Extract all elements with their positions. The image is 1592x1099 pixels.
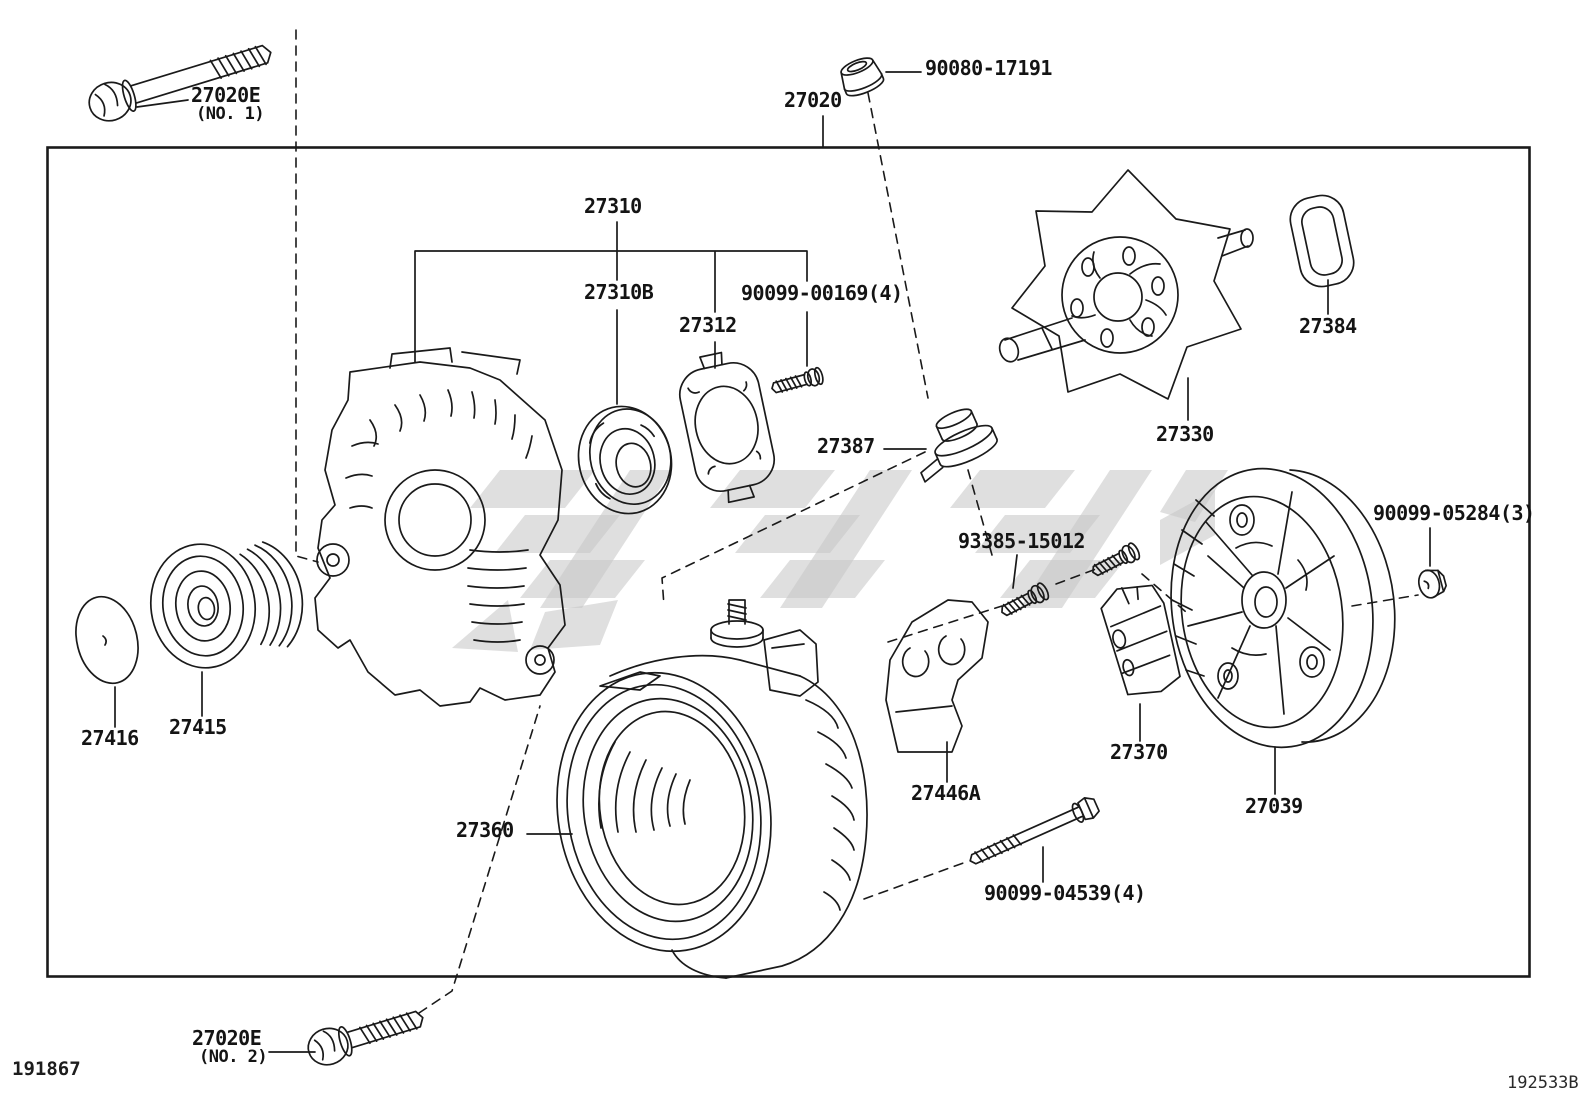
screw-93385-drawing <box>1001 582 1050 617</box>
label-27310: 27310 <box>584 194 642 218</box>
bracket-27446a-drawing <box>885 599 989 753</box>
brush-holder-27370-drawing <box>1100 584 1181 696</box>
label-90099-05284: 90099-05284(3) <box>1373 501 1535 525</box>
bolt-04539-drawing <box>969 797 1100 865</box>
label-27330: 27330 <box>1156 422 1214 446</box>
bolt-27020e-no2-drawing <box>307 1010 424 1066</box>
rear-cover-27039-drawing <box>1170 467 1396 749</box>
label-27020e-no2: 27020E <box>192 1026 262 1050</box>
label-27416: 27416 <box>81 726 139 750</box>
label-27370: 27370 <box>1110 740 1168 764</box>
stator-27360-drawing <box>556 599 868 979</box>
figure-code-bottom-left: 191867 <box>12 1058 81 1080</box>
label-27415: 27415 <box>169 715 227 739</box>
dashed-assembly-lines <box>295 29 1419 1014</box>
label-27446a: 27446A <box>911 781 981 805</box>
label-27039: 27039 <box>1245 794 1303 818</box>
label-27384: 27384 <box>1299 314 1357 338</box>
label-90099-04539: 90099-04539(4) <box>984 881 1146 905</box>
label-27020e-no1-sub: (NO. 1) <box>196 104 265 124</box>
figure-code-bottom-right: 192533B <box>1507 1073 1579 1093</box>
rotor-27330-drawing <box>998 169 1254 400</box>
label-27360: 27360 <box>456 818 514 842</box>
label-27312: 27312 <box>679 313 737 337</box>
label-93385-15012: 93385-15012 <box>958 529 1085 553</box>
screw-93385-drawing-2 <box>1092 542 1141 577</box>
label-90099-00169: 90099-00169(4) <box>741 281 903 305</box>
ring-27384-drawing <box>1289 194 1355 288</box>
label-27310b: 27310B <box>584 280 654 304</box>
diagram-frame <box>46 146 1531 978</box>
front-housing-drawing <box>314 347 566 707</box>
label-27020e-no2-sub: (NO. 2) <box>199 1047 268 1067</box>
bearing-27310b-drawing <box>577 405 673 515</box>
screw-00169-drawing <box>771 366 824 394</box>
nut-90080-drawing <box>840 57 885 97</box>
label-90080-17191: 90080-17191 <box>925 56 1052 80</box>
pulley-27415-drawing <box>149 541 304 669</box>
cap-27416-drawing <box>75 595 139 685</box>
label-27387: 27387 <box>817 434 875 458</box>
nut-05284-drawing <box>1417 569 1447 599</box>
slip-ring-27387-drawing <box>920 408 998 483</box>
plate-27312-drawing <box>678 351 776 504</box>
bolt-27020e-no1-drawing <box>88 44 272 122</box>
label-27020e-no1: 27020E <box>191 83 261 107</box>
leader-lines <box>114 71 1431 1053</box>
label-27020: 27020 <box>784 88 842 112</box>
